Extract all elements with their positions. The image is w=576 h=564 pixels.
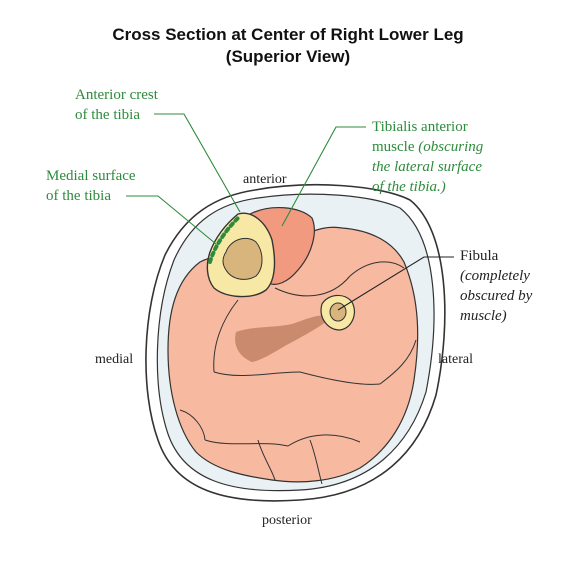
diagram-subtitle: (Superior View) xyxy=(225,47,351,66)
diagram-title: Cross Section at Center of Right Lower L… xyxy=(112,25,464,44)
fibula-marrow xyxy=(329,302,347,322)
label-posterior: posterior xyxy=(262,513,312,528)
label-medial-surface: Medial surface of the tibia xyxy=(46,168,136,204)
label-anterior: anterior xyxy=(243,172,287,187)
label-medial: medial xyxy=(95,352,134,367)
label-anterior-crest: Anterior crest of the tibia xyxy=(75,87,158,123)
label-tibialis-anterior: Tibialis anterior muscle (obscuring the … xyxy=(372,119,484,195)
label-fibula: Fibula (completely obscured by muscle) xyxy=(460,248,533,324)
leader-anterior-crest xyxy=(154,113,241,213)
leader-medial-surface xyxy=(126,195,217,245)
leader-tibialis xyxy=(281,126,366,227)
interosseous-membrane xyxy=(235,315,330,362)
medial-surface-marker xyxy=(208,216,240,264)
tibia-marrow xyxy=(222,237,263,280)
leader-fibula xyxy=(337,256,454,311)
label-lateral: lateral xyxy=(438,352,473,367)
muscle-septa xyxy=(179,261,417,485)
